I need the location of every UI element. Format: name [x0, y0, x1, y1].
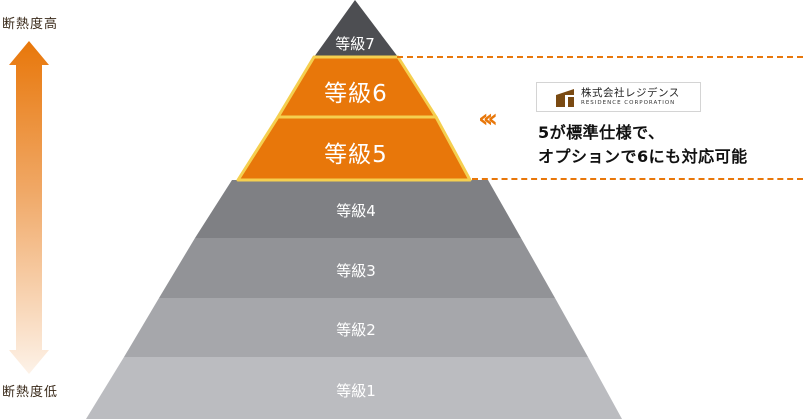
tier-7-label: 等級7 [335, 35, 375, 53]
tier-2-label: 等級2 [336, 321, 376, 339]
tier-6-label: 等級6 [324, 81, 388, 107]
residence-logo-mark-icon [556, 89, 574, 107]
tier-5-shape [236, 115, 472, 182]
tier-5-label: 等級5 [324, 142, 388, 168]
company-name: 株式会社レジデンス [581, 87, 680, 99]
tier-4-label: 等級4 [336, 202, 376, 220]
callout-text-line-2: オプションで6にも対応可能 [538, 147, 748, 166]
callout-text-line-1: 5が標準仕様で、 [538, 123, 665, 142]
triple-chevron-left-icon: ‹‹‹ [478, 104, 498, 134]
highlight-top-dashed-line [397, 56, 803, 58]
tier-4-shape [195, 180, 521, 238]
company-name-english: RESIDENCE CORPORATION [581, 100, 676, 106]
insulation-gradient-arrow-icon [9, 41, 49, 374]
insulation-low-label: 断熱度低 [2, 385, 59, 400]
tier-3-label: 等級3 [336, 262, 376, 280]
highlight-bottom-dashed-line [472, 178, 803, 180]
tier-3-shape [159, 238, 555, 298]
insulation-high-label: 断熱度高 [2, 17, 59, 32]
tier-7-shape [314, 0, 398, 57]
company-logo: 株式会社レジデンス RESIDENCE CORPORATION [536, 82, 701, 112]
tier-2-shape [124, 298, 588, 357]
tier-1-label: 等級1 [336, 382, 376, 400]
tier-1-shape [86, 357, 622, 419]
